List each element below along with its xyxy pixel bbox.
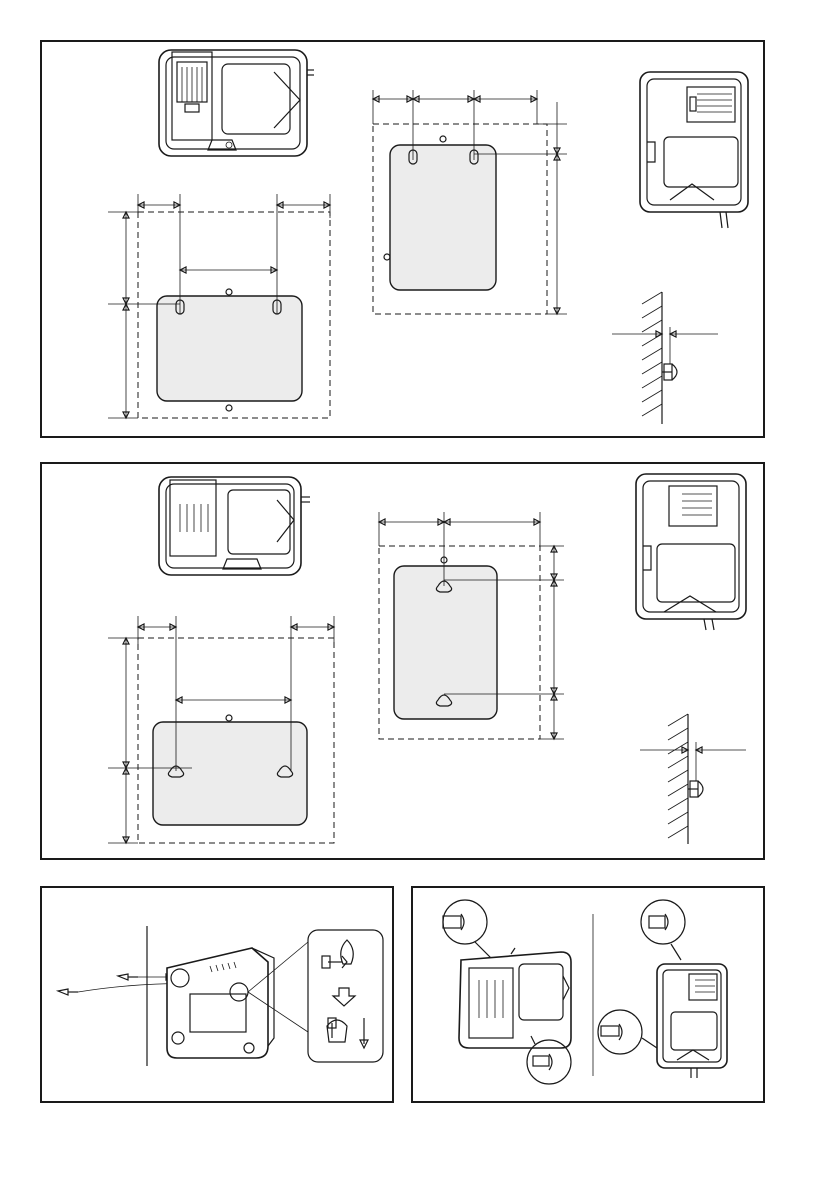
charger-front-view-vertical [640,72,748,228]
keyhole-detail-inset [308,930,383,1062]
screw-mounting-panel [40,886,394,1103]
panel-1-drawing [42,42,767,440]
charger-mounted-vertical [657,964,727,1078]
mounting-template-b-vertical [379,512,564,739]
mounted-charger-panel [411,886,765,1103]
panel-4-drawing [413,888,767,1105]
mounting-template-a [108,194,330,418]
screw-icon [118,974,138,980]
screw-detail-callout-top-right [641,900,685,960]
screw-detail-callout-bottom-right [598,1010,657,1054]
charger-mounted-horizontal [459,948,571,1048]
charger-top-view-horizontal-b [159,477,310,575]
wall-mount-panel-horizontal-a [40,40,765,438]
wall-cross-section-b [640,714,746,844]
outlined-down-arrow-icon [333,988,355,1006]
wall-mount-panel-horizontal-b [40,462,765,860]
charger-top-view-horizontal [159,50,314,156]
screw-icon [58,989,78,995]
screw-detail-callout-top-left [443,900,511,958]
panel-3-drawing [42,888,396,1105]
mounting-template-b [108,616,334,843]
charger-rear-view [167,948,274,1058]
down-arrow-icon [360,1018,368,1048]
panel-2-drawing [42,464,767,862]
charger-front-view-vertical-b [636,474,746,630]
mounting-template-a-vertical [373,90,567,314]
wall-cross-section-a [612,292,718,424]
